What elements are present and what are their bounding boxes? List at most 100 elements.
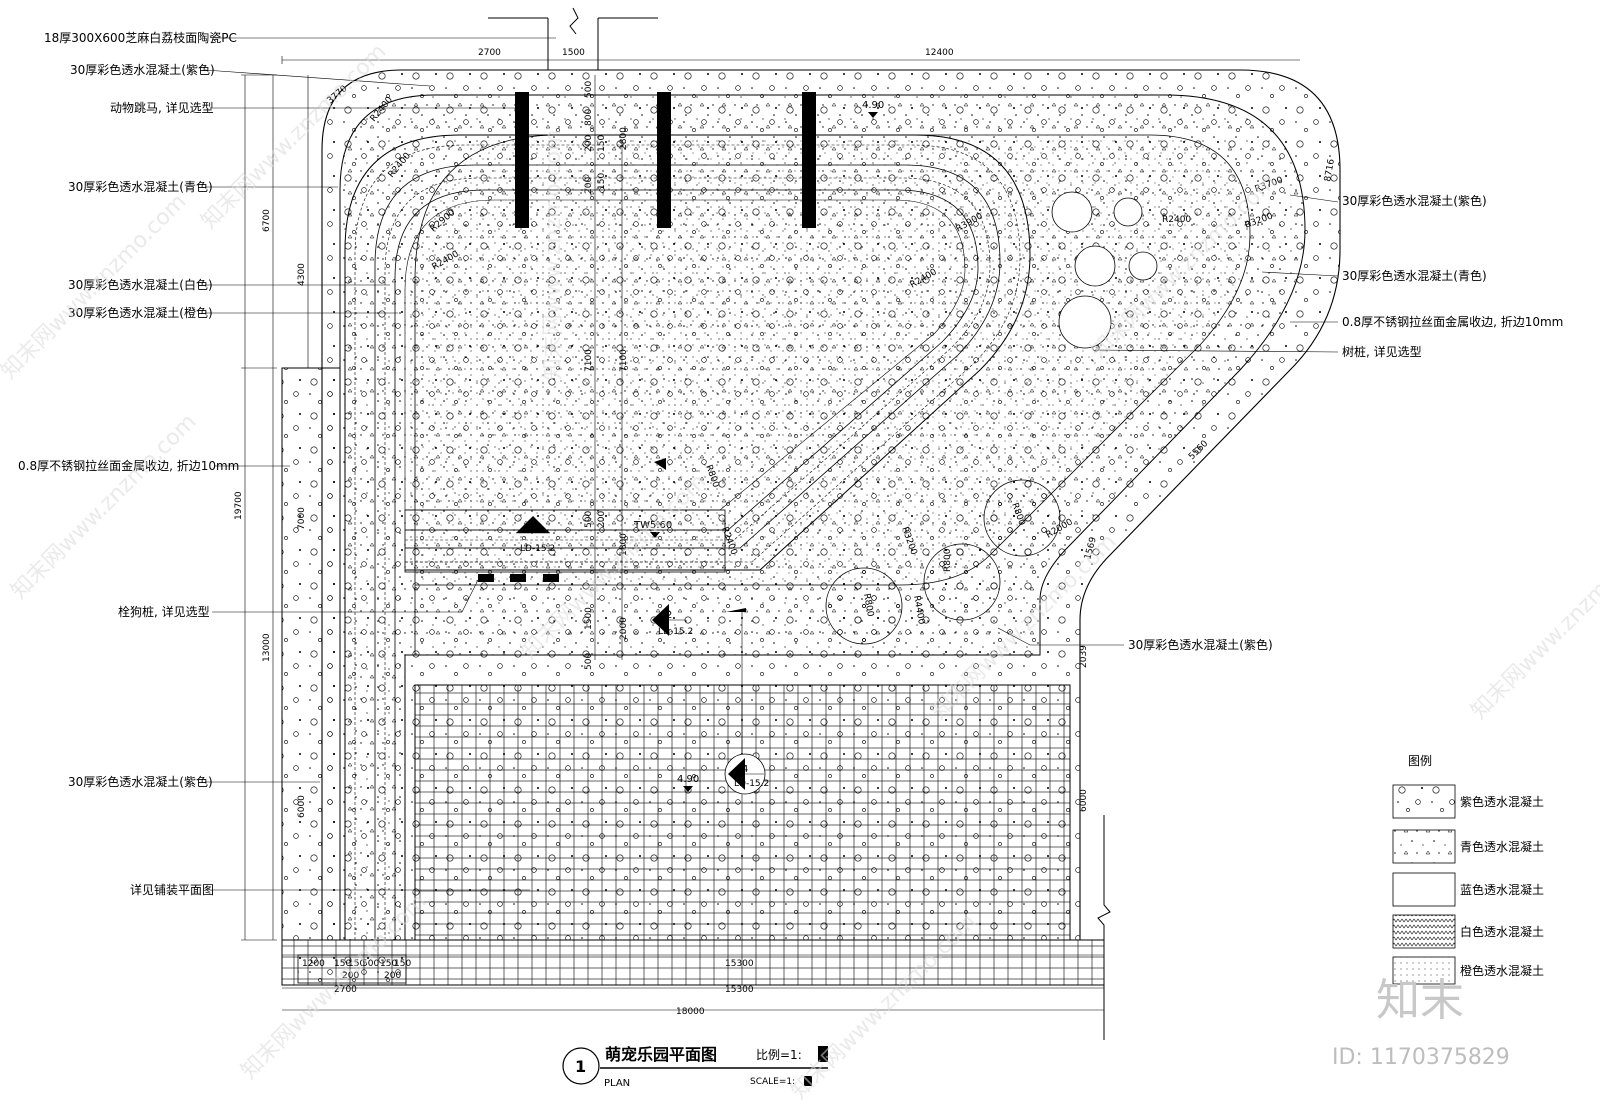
svg-text:30厚彩色透水混凝土(紫色): 30厚彩色透水混凝土(紫色) — [68, 774, 213, 789]
svg-text:19700: 19700 — [234, 491, 244, 520]
svg-text:6700: 6700 — [262, 209, 272, 232]
svg-text:15300: 15300 — [725, 985, 754, 995]
svg-text:150: 150 — [394, 959, 411, 969]
animal-jump-post-1 — [515, 92, 529, 228]
tree-stump-2 — [1113, 197, 1143, 227]
svg-text:ID: 1170375829: ID: 1170375829 — [1332, 1045, 1510, 1070]
detail-marker-2: 2 LD-15.2 — [652, 604, 693, 637]
svg-text:7100: 7100 — [584, 349, 594, 372]
svg-text:15300: 15300 — [725, 959, 754, 969]
track-ring-4 — [394, 189, 979, 940]
svg-text:30厚彩色透水混凝土(紫色): 30厚彩色透水混凝土(紫色) — [1128, 637, 1273, 652]
purple-circle-3 — [825, 567, 903, 645]
legend-swatch-cyan — [1392, 829, 1456, 864]
svg-text:4: 4 — [742, 764, 748, 775]
legend-swatch-purple — [1392, 784, 1456, 819]
svg-text:PLAN: PLAN — [604, 1078, 630, 1089]
svg-text:18厚300X600芝麻白荔枝面陶瓷PC: 18厚300X600芝麻白荔枝面陶瓷PC — [44, 30, 237, 45]
legend-swatch-orange — [1392, 956, 1456, 985]
svg-text:知末: 知末 — [1376, 975, 1464, 1026]
drawing-title: 1 萌宠乐园平面图 比例=1: PLAN SCALE=1: — [562, 1045, 828, 1089]
svg-text:R2400: R2400 — [1162, 215, 1191, 225]
dog-post-3 — [543, 574, 559, 582]
legend-swatch-white — [1392, 914, 1456, 949]
animal-jump-post-3 — [802, 92, 816, 228]
tree-stump-5 — [1058, 295, 1112, 349]
svg-text:3: 3 — [530, 525, 536, 536]
svg-text:30厚彩色透水混凝土(紫色): 30厚彩色透水混凝土(紫色) — [70, 62, 215, 77]
svg-text:青色透水混凝土: 青色透水混凝土 — [1460, 839, 1544, 854]
svg-text:白色透水混凝土: 白色透水混凝土 — [1460, 924, 1544, 939]
svg-text:1: 1 — [575, 1057, 586, 1076]
svg-text:500: 500 — [362, 959, 379, 969]
svg-text:800: 800 — [584, 109, 594, 126]
svg-text:6000: 6000 — [297, 795, 307, 818]
svg-text:6000: 6000 — [1079, 789, 1089, 812]
svg-text:LD-15.2: LD-15.2 — [658, 627, 693, 637]
svg-text:知末网www.znzmo.com: 知末网www.znzmo.com — [541, 130, 566, 380]
bottom-strip-left — [297, 954, 407, 984]
svg-text:30厚彩色透水混凝土(橙色): 30厚彩色透水混凝土(橙色) — [68, 305, 213, 320]
legend-swatch-blue — [1392, 872, 1456, 907]
svg-text:200: 200 — [584, 135, 594, 152]
svg-text:7100: 7100 — [619, 349, 629, 372]
svg-text:树桩, 详见选型: 树桩, 详见选型 — [1342, 344, 1422, 359]
svg-text:R800: R800 — [861, 593, 875, 618]
svg-text:SCALE=1:: SCALE=1: — [750, 1077, 795, 1087]
svg-text:30厚彩色透水混凝土(青色): 30厚彩色透水混凝土(青色) — [1342, 268, 1487, 283]
svg-text:18000: 18000 — [676, 1007, 705, 1017]
svg-text:13000: 13000 — [262, 633, 272, 662]
svg-text:4.90: 4.90 — [862, 100, 884, 111]
svg-text:30厚彩色透水混凝土(紫色): 30厚彩色透水混凝土(紫色) — [1342, 193, 1487, 208]
svg-text:2800: 2800 — [619, 127, 629, 150]
svg-text:500: 500 — [584, 511, 594, 528]
svg-text:150: 150 — [380, 959, 397, 969]
svg-text:TW5.60: TW5.60 — [633, 520, 672, 531]
svg-text:1500: 1500 — [584, 607, 594, 630]
svg-text:2039: 2039 — [1079, 645, 1089, 668]
svg-text:2000: 2000 — [619, 617, 629, 640]
animal-jump-post-2 — [657, 92, 671, 228]
dimension-lines — [241, 56, 1300, 1011]
svg-text:4.90: 4.90 — [677, 774, 699, 785]
svg-text:500: 500 — [584, 81, 594, 98]
svg-text:150: 150 — [597, 173, 607, 190]
detail-marker-3: 3 LD-15.2 — [516, 516, 555, 554]
svg-text:LD-15.2: LD-15.2 — [734, 779, 769, 789]
dimension-texts: 2700 1500 12400 6700 4300 19700 7000 130… — [234, 48, 1337, 1017]
dog-post-1 — [478, 574, 494, 582]
svg-text:2700: 2700 — [478, 48, 501, 58]
svg-text:比例=1:: 比例=1: — [756, 1048, 802, 1062]
svg-text:LD-15.2: LD-15.2 — [520, 544, 555, 554]
legend: 图例 紫色透水混凝土 青色透水混凝土 蓝色透水混凝土 白色透水混凝土 橙色透水混… — [1392, 754, 1544, 985]
bottom-strip — [281, 939, 1105, 986]
paving-grid — [414, 684, 1071, 941]
svg-text:1800: 1800 — [619, 533, 629, 556]
svg-text:1500: 1500 — [562, 48, 585, 58]
svg-text:8716: 8716 — [1323, 158, 1337, 183]
svg-text:动物跳马, 详见选型: 动物跳马, 详见选型 — [110, 100, 214, 115]
svg-text:500: 500 — [584, 653, 594, 670]
svg-text:0.8厚不锈钢拉丝面金属收边, 折边10mm: 0.8厚不锈钢拉丝面金属收边, 折边10mm — [1342, 314, 1563, 329]
left-labels: 18厚300X600芝麻白荔枝面陶瓷PC 30厚彩色透水混凝土(紫色) 动物跳马… — [18, 30, 239, 897]
svg-text:200: 200 — [584, 177, 594, 194]
svg-text:30厚彩色透水混凝土(白色): 30厚彩色透水混凝土(白色) — [68, 277, 213, 292]
svg-text:萌宠乐园平面图: 萌宠乐园平面图 — [605, 1045, 717, 1064]
right-labels: 30厚彩色透水混凝土(紫色) 30厚彩色透水混凝土(青色) 0.8厚不锈钢拉丝面… — [1128, 193, 1563, 652]
track-ring-2 — [374, 164, 1001, 940]
inner-field — [404, 199, 966, 511]
svg-text:150: 150 — [334, 959, 351, 969]
left-purple-strip — [281, 367, 341, 941]
purple-circle-1 — [983, 479, 1061, 557]
track-ring-1 — [354, 144, 1021, 940]
svg-text:2700: 2700 — [334, 985, 357, 995]
svg-text:知末网www.znzmo.com: 知末网www.znzmo.com — [1467, 529, 1600, 724]
tree-stump-3 — [1074, 245, 1116, 287]
svg-text:2: 2 — [666, 610, 672, 621]
svg-text:图例: 图例 — [1408, 754, 1432, 768]
svg-text:4300: 4300 — [297, 263, 307, 286]
track-outer — [344, 134, 1031, 940]
tree-stump-1 — [1051, 191, 1093, 233]
tree-stump-4 — [1128, 251, 1158, 281]
